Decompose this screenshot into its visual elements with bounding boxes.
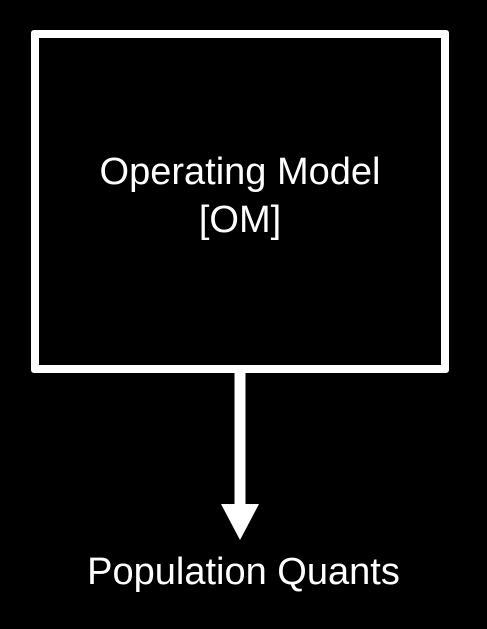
operating-model-label: Operating Model [OM]	[100, 148, 381, 244]
population-quants-label: Population Quants	[87, 551, 400, 593]
arrow-head	[221, 504, 259, 540]
operating-model-box: Operating Model [OM]	[31, 30, 449, 373]
operating-model-title: Operating Model	[99, 150, 381, 193]
operating-model-abbrev: [OM]	[198, 198, 282, 241]
